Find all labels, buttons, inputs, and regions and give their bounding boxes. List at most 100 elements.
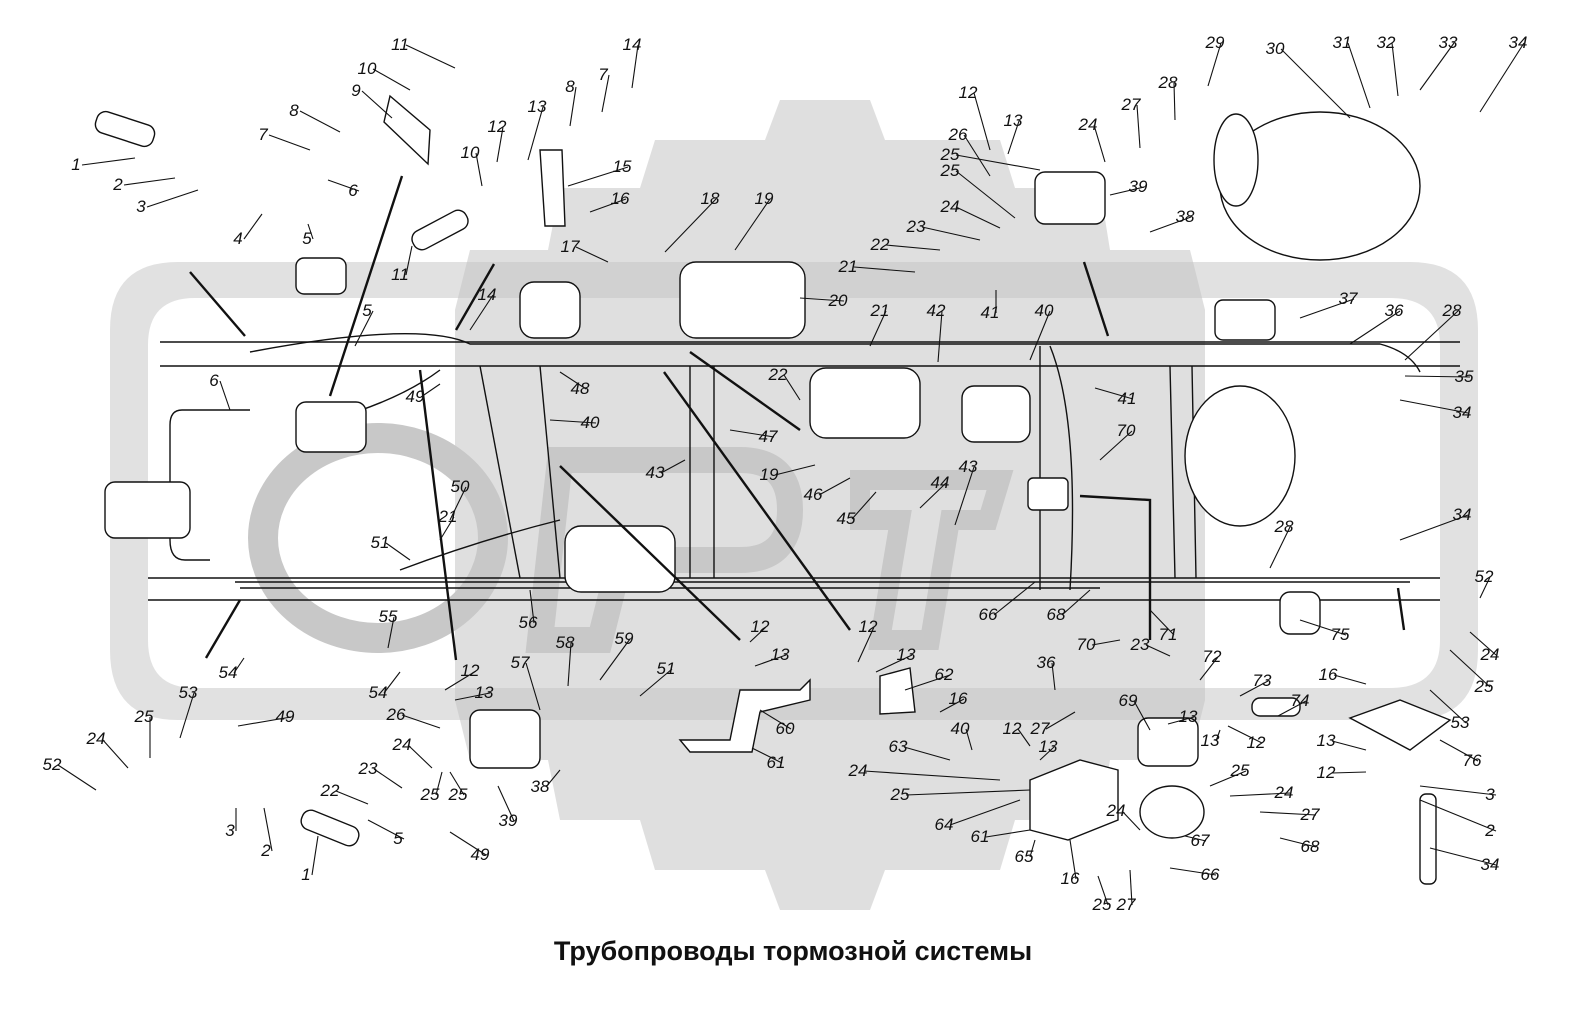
callout-number: 28 <box>1442 301 1462 320</box>
bracket-exploded-f <box>539 149 566 227</box>
callout-leader <box>601 74 610 113</box>
callout-leader <box>444 670 477 691</box>
receiver-tank-lower <box>564 525 676 593</box>
callout-leader <box>401 714 441 729</box>
callout-number: 25 <box>448 785 468 804</box>
callout-number: 12 <box>1247 733 1266 752</box>
callout-number: 15 <box>613 157 632 176</box>
callout-leader <box>1091 639 1121 646</box>
chamber-face <box>1213 113 1259 207</box>
callout-leader <box>1039 746 1055 761</box>
callout-leader <box>1029 310 1051 361</box>
callout-number: 52 <box>1475 567 1494 586</box>
callout-number: 16 <box>611 189 630 208</box>
pointer-arrow-1 <box>189 271 246 337</box>
frame-rail-lower <box>148 577 1440 601</box>
callout-leader <box>799 297 845 302</box>
callout-leader <box>545 769 561 788</box>
callout-leader <box>1136 104 1141 149</box>
callout-number: 12 <box>859 617 878 636</box>
callout-leader <box>454 692 491 701</box>
callout-leader <box>851 491 877 520</box>
callout-leader <box>1333 674 1367 685</box>
callout-leader <box>734 198 771 251</box>
callout-leader <box>1199 656 1219 681</box>
callout-leader <box>529 589 535 624</box>
callout-number: 16 <box>1319 665 1338 684</box>
callout-leader <box>1259 811 1317 816</box>
callout-leader <box>857 626 875 663</box>
callout-number: 17 <box>561 237 580 256</box>
callout-leader <box>567 166 629 187</box>
receiver-tank-top <box>679 261 806 339</box>
callout-leader <box>268 134 311 151</box>
callout-leader <box>1209 770 1247 787</box>
callout-leader <box>749 626 767 643</box>
callout-number: 34 <box>1481 855 1500 874</box>
callout-leader <box>1207 42 1222 87</box>
bracket-exploded-d <box>879 667 916 715</box>
callout-leader <box>575 246 609 263</box>
callout-number: 35 <box>1455 367 1474 386</box>
callout-leader <box>387 616 395 649</box>
callout-number: 3 <box>1485 785 1495 804</box>
callout-number: 13 <box>771 645 790 664</box>
callout-leader <box>955 154 1041 171</box>
callout-leader <box>559 371 587 390</box>
callout-leader <box>497 785 515 822</box>
callout-leader <box>1299 619 1347 636</box>
callout-number: 28 <box>1274 517 1294 536</box>
pointer-arrow-2 <box>328 175 404 397</box>
spring-brake-chamber-rear <box>1184 385 1296 527</box>
compressor <box>104 481 191 539</box>
callout-number: 27 <box>1121 95 1141 114</box>
callout-number: 54 <box>369 683 388 702</box>
callout-leader <box>1229 792 1291 797</box>
callout-number: 52 <box>43 755 62 774</box>
callout-leader <box>1419 42 1455 91</box>
callout-leader <box>449 831 487 856</box>
callout-number: 33 <box>1439 33 1458 52</box>
callout-leader <box>1439 739 1479 762</box>
callout-number: 34 <box>1509 33 1528 52</box>
callout-number: 22 <box>320 781 340 800</box>
callout-leader <box>1007 120 1020 155</box>
callout-number: 36 <box>1385 301 1404 320</box>
callout-number: 24 <box>1274 783 1294 802</box>
frame-rail-upper <box>160 341 1460 367</box>
callout-leader <box>1215 729 1221 742</box>
callout-leader <box>549 419 597 424</box>
callout-leader <box>179 692 195 739</box>
callout-leader <box>1061 589 1091 616</box>
callout-leader <box>449 486 467 521</box>
callout-number: 71 <box>1159 625 1178 644</box>
callout-number: 70 <box>1117 421 1136 440</box>
callout-number: 66 <box>1201 865 1220 884</box>
callout-leader <box>1280 48 1351 119</box>
callout-leader <box>1449 649 1491 688</box>
callout-number: 13 <box>1317 731 1336 750</box>
callout-leader <box>1479 42 1525 113</box>
callout-number: 24 <box>1480 645 1500 664</box>
callout-number: 9 <box>351 81 361 100</box>
callout-leader <box>965 728 973 751</box>
cross-member-2 <box>689 366 715 578</box>
bracket-exploded-c <box>1348 699 1452 751</box>
callout-number: 46 <box>804 485 823 504</box>
callout-leader <box>101 738 129 769</box>
callout-leader <box>1051 662 1056 691</box>
callout-leader <box>903 746 951 761</box>
callout-number: 74 <box>1291 691 1310 710</box>
callout-leader <box>754 654 787 667</box>
callout-number: 12 <box>959 83 978 102</box>
callout-leader <box>327 179 360 192</box>
callout-leader <box>1129 869 1133 906</box>
callout-number: 53 <box>179 683 198 702</box>
callout-number: 47 <box>759 427 778 446</box>
callout-leader <box>81 157 136 166</box>
callout-number: 12 <box>1003 719 1022 738</box>
callout-number: 45 <box>837 509 856 528</box>
callout-leader <box>527 106 544 161</box>
callout-leader <box>1133 700 1151 731</box>
